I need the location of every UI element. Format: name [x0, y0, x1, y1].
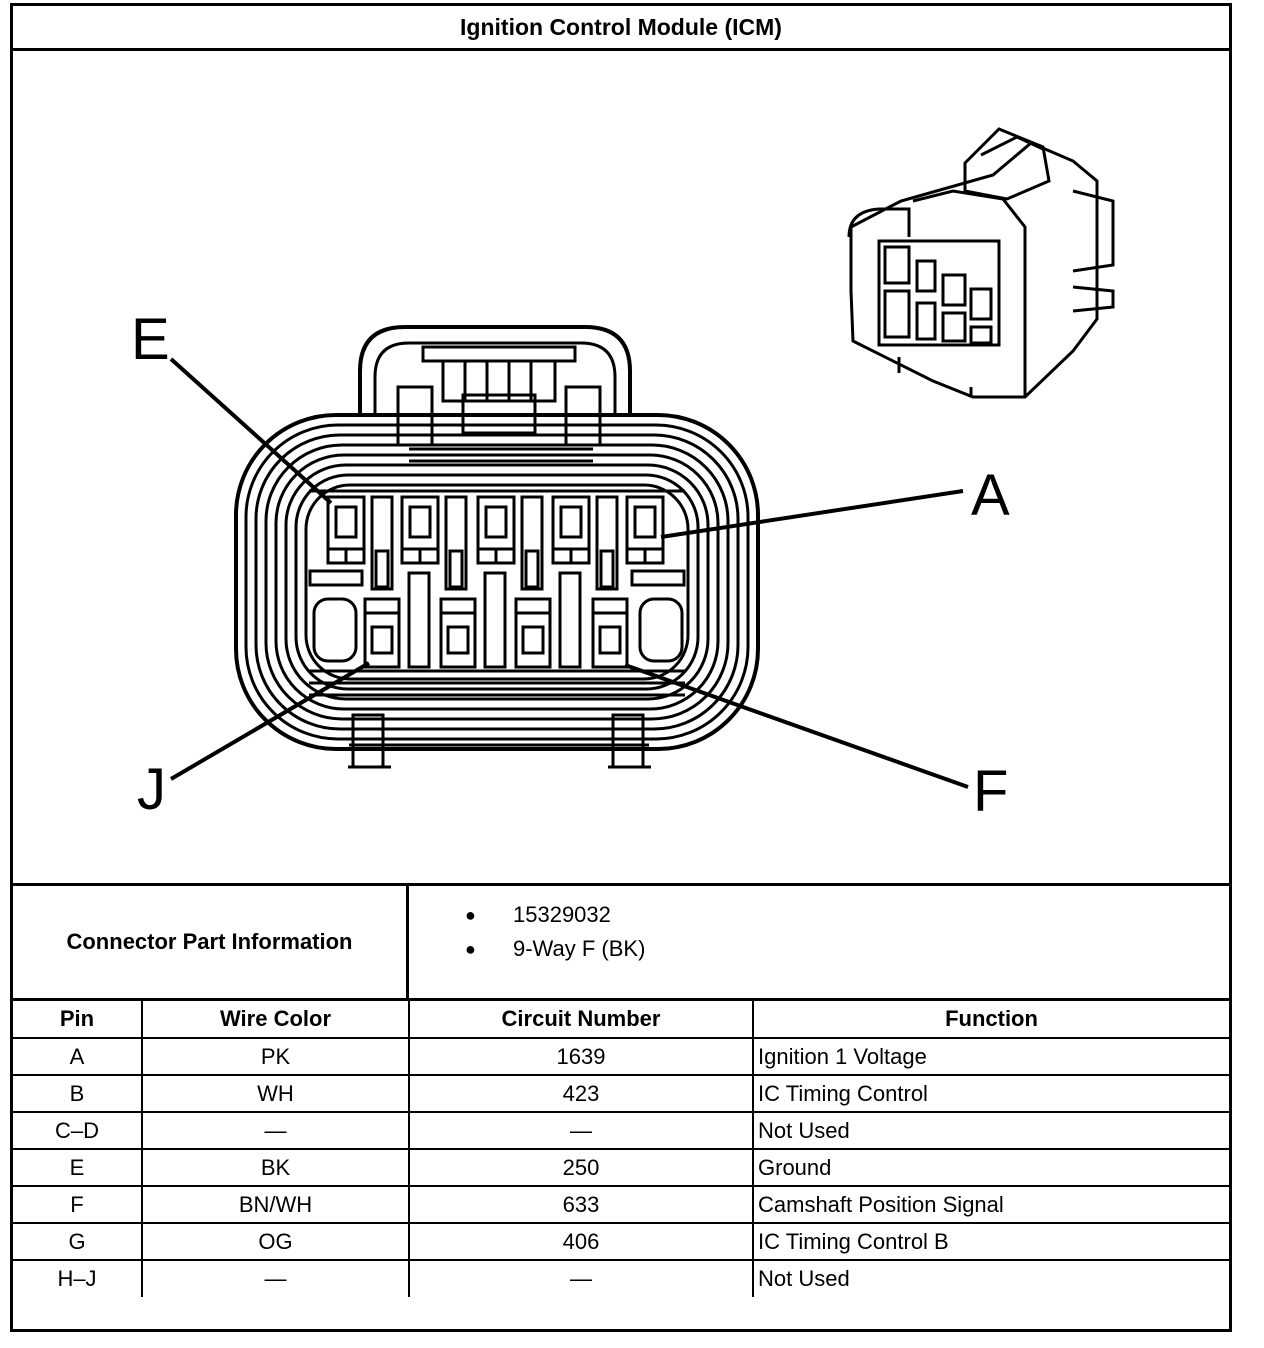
terminal-cavity	[483, 571, 507, 669]
connector-description: 9-Way F (BK)	[513, 936, 646, 961]
terminal-cavity	[520, 495, 544, 591]
table-row: A PK 1639 Ignition 1 Voltage	[13, 1037, 1229, 1076]
wire-color-cell: BN/WH	[141, 1185, 410, 1224]
wire-color-cell: —	[141, 1111, 410, 1150]
bullet-icon: ●	[465, 904, 476, 925]
pin-cell: G	[13, 1222, 143, 1261]
leader-a	[660, 489, 964, 539]
wire-color-cell: —	[141, 1259, 410, 1297]
table-row: C–D — — Not Used	[13, 1111, 1229, 1150]
terminal-cavity	[514, 597, 552, 669]
connector-info-label: Connector Part Information	[13, 886, 409, 998]
circuit-number-cell: 633	[408, 1185, 754, 1224]
pin-cell: C–D	[13, 1111, 143, 1150]
pin-cell: E	[13, 1148, 143, 1187]
terminal-cavity	[407, 571, 431, 669]
terminal-cavity	[551, 495, 591, 565]
connector-part-information: Connector Part Information ● 15329032 ● …	[13, 883, 1229, 1001]
connector-face-view: E A J F	[131, 127, 1115, 824]
connector-diagram: E A J F	[13, 51, 1229, 883]
circuit-number-cell: —	[408, 1259, 754, 1297]
function-cell: Not Used	[752, 1111, 1229, 1150]
circuit-number-cell: —	[408, 1111, 754, 1150]
connector-isometric-illustration	[847, 127, 1115, 399]
terminal-cavity	[400, 495, 440, 565]
lower-terminal-row	[363, 571, 629, 669]
pin-cell: B	[13, 1074, 143, 1113]
callout-j: J	[137, 757, 166, 822]
terminal-cavity	[444, 495, 468, 591]
bullet-icon: ●	[465, 938, 476, 959]
terminal-cavity	[558, 571, 582, 669]
circuit-number-cell: 250	[408, 1148, 754, 1187]
circuit-number-cell: 423	[408, 1074, 754, 1113]
callout-e: E	[131, 307, 170, 372]
terminal-cavity	[363, 597, 401, 669]
terminal-cavity	[326, 495, 366, 565]
table-row: H–J — — Not Used	[13, 1259, 1229, 1297]
list-item: ● 15329032	[465, 898, 1229, 932]
table-header-row: Pin Wire Color Circuit Number Function	[13, 1001, 1229, 1039]
pin-cell: H–J	[13, 1259, 143, 1297]
column-header-function: Function	[752, 1001, 1229, 1039]
pin-cell: A	[13, 1037, 143, 1076]
terminal-cavity	[625, 495, 665, 565]
terminal-cavity	[370, 495, 394, 591]
terminal-cavity	[476, 495, 516, 565]
leader-j	[169, 661, 371, 781]
function-cell: Not Used	[752, 1259, 1229, 1297]
function-cell: IC Timing Control	[752, 1074, 1229, 1113]
part-number: 15329032	[513, 902, 611, 927]
wire-color-cell: WH	[141, 1074, 410, 1113]
function-cell: Ground	[752, 1148, 1229, 1187]
connector-diagram-sheet: Ignition Control Module (ICM)	[10, 3, 1232, 1332]
circuit-number-cell: 1639	[408, 1037, 754, 1076]
leader-f	[624, 663, 969, 789]
circuit-number-cell: 406	[408, 1222, 754, 1261]
column-header-wire-color: Wire Color	[141, 1001, 410, 1039]
function-cell: Camshaft Position Signal	[752, 1185, 1229, 1224]
table-row: B WH 423 IC Timing Control	[13, 1074, 1229, 1113]
function-cell: IC Timing Control B	[752, 1222, 1229, 1261]
table-row: E BK 250 Ground	[13, 1148, 1229, 1187]
wire-color-cell: OG	[141, 1222, 410, 1261]
terminal-cavity	[591, 597, 629, 669]
callout-a: A	[971, 463, 1010, 528]
column-header-circuit-number: Circuit Number	[408, 1001, 754, 1039]
page-title: Ignition Control Module (ICM)	[13, 6, 1229, 51]
callout-leaders	[169, 357, 969, 789]
table-row: G OG 406 IC Timing Control B	[13, 1222, 1229, 1261]
table-row: F BN/WH 633 Camshaft Position Signal	[13, 1185, 1229, 1224]
upper-terminal-row	[326, 495, 665, 591]
connector-housing	[234, 325, 760, 769]
terminal-cavity	[595, 495, 619, 591]
pinout-table: Pin Wire Color Circuit Number Function A…	[13, 1001, 1229, 1297]
connector-info-list: ● 15329032 ● 9-Way F (BK)	[409, 886, 1229, 998]
pin-cell: F	[13, 1185, 143, 1224]
list-item: ● 9-Way F (BK)	[465, 932, 1229, 966]
column-header-pin: Pin	[13, 1001, 143, 1039]
wire-color-cell: BK	[141, 1148, 410, 1187]
terminal-cavity	[439, 597, 477, 669]
callout-f: F	[973, 759, 1008, 824]
wire-color-cell: PK	[141, 1037, 410, 1076]
function-cell: Ignition 1 Voltage	[752, 1037, 1229, 1076]
leader-e	[169, 357, 333, 505]
